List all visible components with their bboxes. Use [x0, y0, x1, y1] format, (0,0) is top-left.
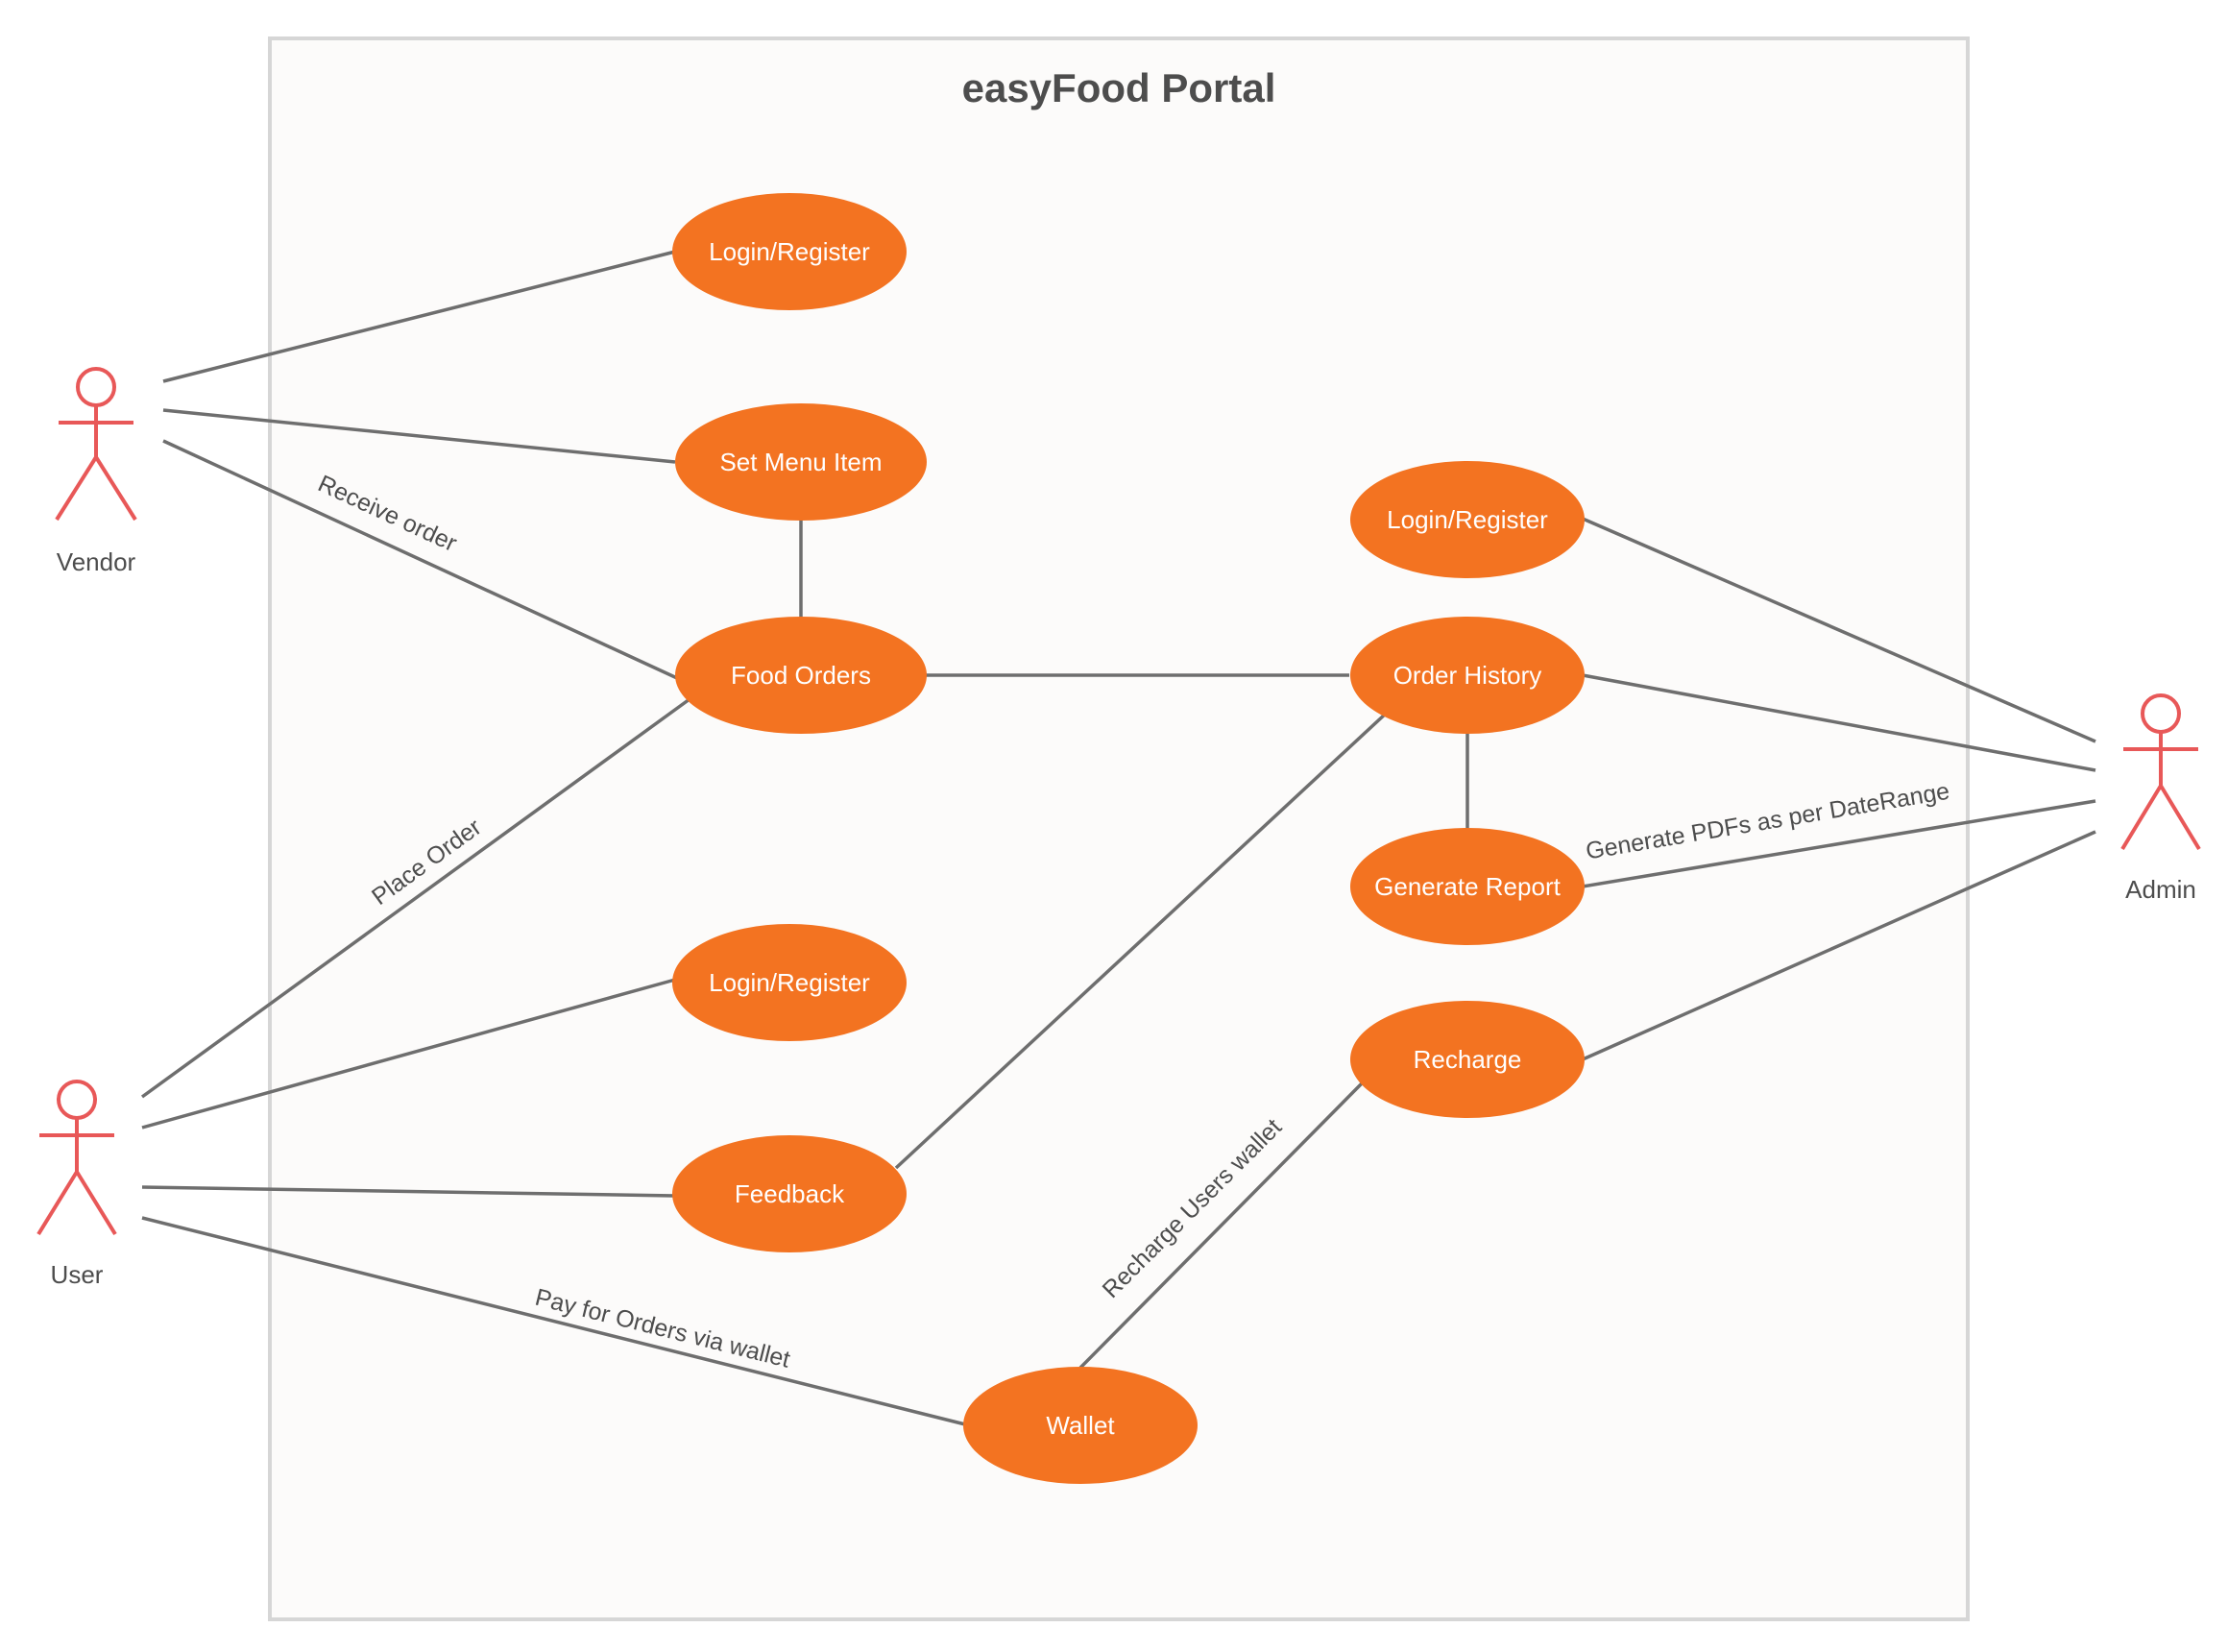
stick-figure-icon — [36, 1080, 117, 1236]
use-case-label: Wallet — [1046, 1411, 1115, 1440]
use-case-admin-login-register[interactable]: Login/Register — [1350, 461, 1585, 578]
actor-user[interactable]: User — [36, 1080, 117, 1289]
assoc-vendor-food-orders — [162, 439, 678, 680]
actor-admin[interactable]: Admin — [2120, 693, 2201, 904]
use-case-label: Feedback — [735, 1179, 845, 1208]
use-case-recharge[interactable]: Recharge — [1350, 1001, 1585, 1118]
assoc-wallet-recharge — [1078, 1081, 1364, 1370]
stick-figure-icon — [55, 367, 137, 522]
use-case-label: Recharge — [1414, 1045, 1522, 1074]
use-case-label: Login/Register — [709, 237, 870, 266]
use-case-wallet[interactable]: Wallet — [963, 1367, 1198, 1484]
assoc-feedback-order-history — [894, 711, 1389, 1170]
use-case-feedback[interactable]: Feedback — [672, 1135, 907, 1252]
use-cases: Login/Register Set Menu Item Food Orders… — [672, 193, 1585, 1484]
assoc-user-wallet — [141, 1216, 966, 1426]
actor-name: Admin — [2125, 875, 2196, 904]
use-case-food-orders[interactable]: Food Orders — [675, 617, 927, 734]
use-case-label: Login/Register — [709, 968, 870, 997]
system-title: easyFood Portal — [962, 65, 1276, 110]
use-case-label: Generate Report — [1374, 872, 1561, 901]
use-case-generate-report[interactable]: Generate Report — [1350, 828, 1585, 945]
use-case-user-login-register[interactable]: Login/Register — [672, 924, 907, 1041]
use-case-order-history[interactable]: Order History — [1350, 617, 1585, 734]
use-case-label: Login/Register — [1387, 505, 1548, 534]
assoc-vendor-login — [162, 250, 676, 383]
assoc-user-food-orders — [140, 697, 691, 1099]
assoc-user-feedback — [141, 1185, 676, 1198]
assoc-admin-login — [1582, 517, 2096, 743]
system-boundary — [268, 36, 1970, 1621]
assoc-vendor-set-menu — [162, 408, 676, 464]
associations — [140, 250, 2096, 1426]
assoc-admin-generate-report — [1582, 799, 2096, 888]
assoc-admin-recharge — [1582, 830, 2096, 1061]
use-case-set-menu-item[interactable]: Set Menu Item — [675, 403, 927, 521]
actor-vendor[interactable]: Vendor — [55, 367, 137, 576]
assoc-user-login — [141, 978, 676, 1130]
actor-name: User — [51, 1260, 104, 1289]
stick-figure-icon — [2120, 693, 2201, 851]
use-case-vendor-login-register[interactable]: Login/Register — [672, 193, 907, 310]
actor-name: Vendor — [57, 547, 136, 576]
use-case-label: Set Menu Item — [719, 448, 882, 476]
use-case-label: Order History — [1393, 661, 1542, 690]
use-case-label: Food Orders — [731, 661, 871, 690]
assoc-admin-order-history — [1582, 673, 2096, 772]
